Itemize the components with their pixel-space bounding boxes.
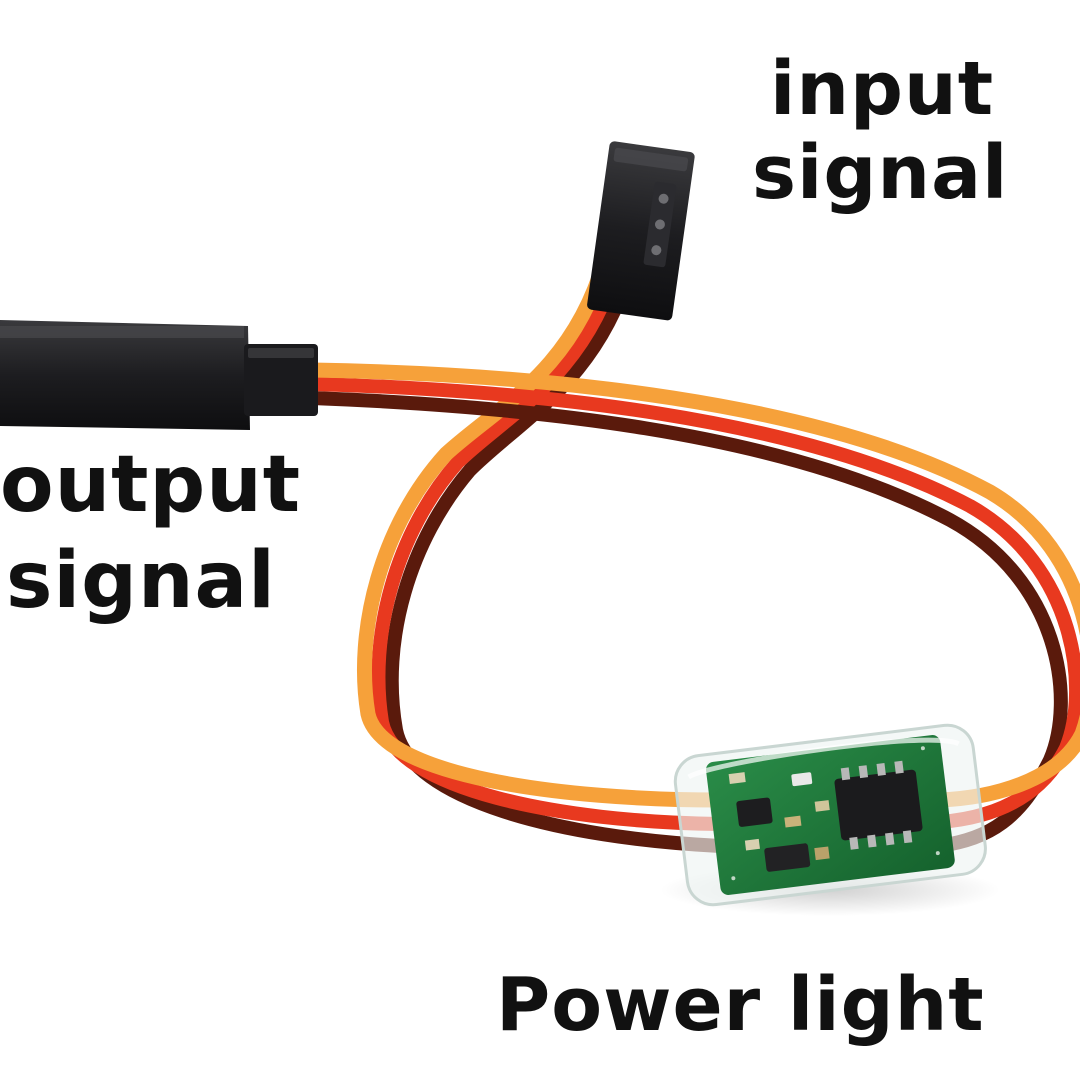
smd-diode [764, 843, 811, 872]
output-signal-label-line1: output [0, 440, 302, 530]
power-led [791, 772, 813, 787]
smd-transistor [736, 797, 773, 827]
output-connector [0, 320, 318, 430]
output-signal-label-line2: signal [6, 536, 276, 626]
output-wire-signal [304, 362, 1080, 808]
input-connector [587, 141, 695, 321]
ic-chip [834, 769, 923, 841]
output-connector-collar [244, 344, 318, 416]
power-light-label: Power light [496, 962, 985, 1048]
input-signal-label-line1: input [770, 46, 995, 132]
output-signal-label: output signal [0, 446, 301, 620]
output-cable [304, 362, 1080, 853]
input-signal-label-line2: signal [752, 130, 1009, 216]
input-cable [356, 254, 728, 853]
input-signal-label: input signal [752, 52, 1008, 210]
pcb-module [673, 723, 987, 907]
